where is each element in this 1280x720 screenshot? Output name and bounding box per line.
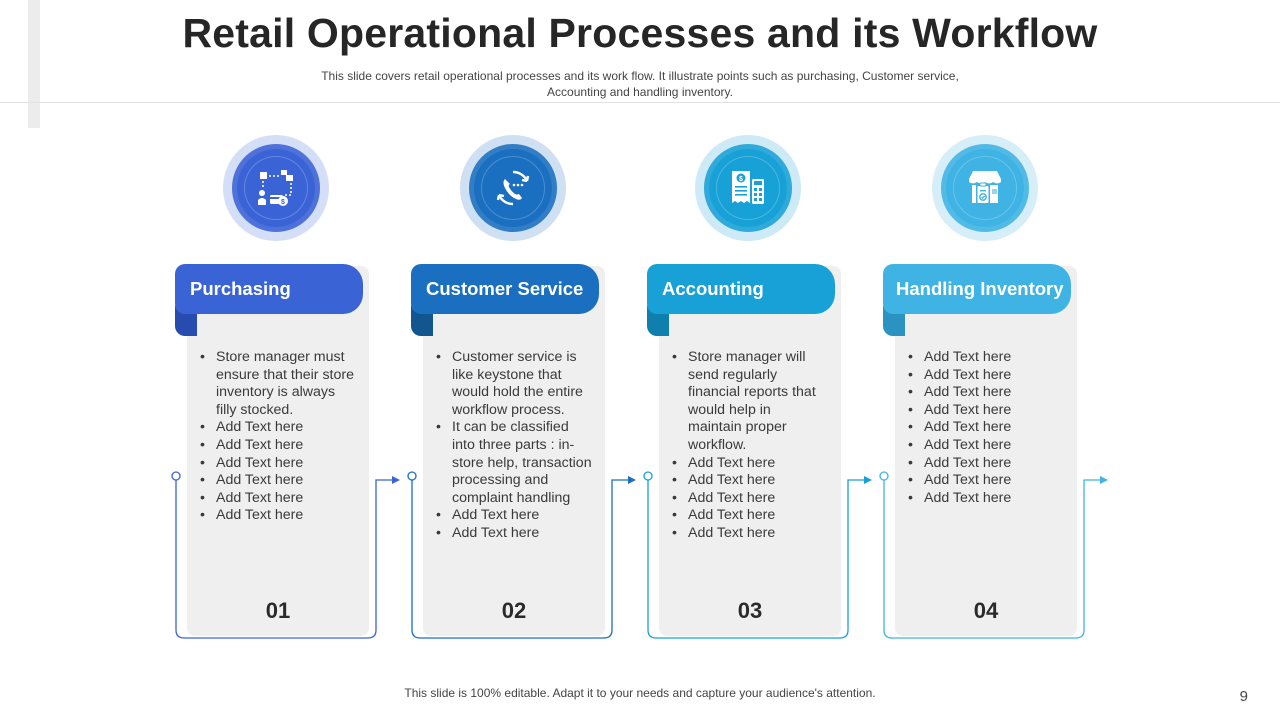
page-number: 9 bbox=[1239, 688, 1248, 705]
connector-start-dot bbox=[171, 471, 181, 481]
list-item: Add Text here bbox=[196, 507, 356, 525]
svg-text:$: $ bbox=[281, 199, 285, 206]
step-2-bullet-list: Customer service is like keystone that w… bbox=[432, 349, 592, 543]
connector-arrowhead bbox=[1100, 476, 1108, 484]
list-item: Add Text here bbox=[196, 419, 356, 437]
step-1-icon-ring: $ bbox=[223, 135, 329, 241]
list-item: Add Text here bbox=[668, 507, 828, 525]
step-4-icon-disc bbox=[941, 144, 1029, 232]
step-3-number: 03 bbox=[737, 598, 763, 623]
step-2-icon-ring bbox=[460, 135, 566, 241]
step-1-header: Purchasing bbox=[175, 264, 363, 314]
connector-arrowhead bbox=[392, 476, 400, 484]
left-accent-bar bbox=[28, 0, 40, 128]
list-item: Add Text here bbox=[196, 455, 356, 473]
purchase-flow-icon: $ bbox=[258, 170, 293, 206]
list-item: Add Text here bbox=[432, 507, 592, 525]
finance-report-icon: $ bbox=[732, 171, 764, 204]
step-4-bullet-list: Add Text here Add Text here Add Text her… bbox=[904, 349, 1064, 507]
connector-line bbox=[175, 479, 394, 639]
step-1-number: 01 bbox=[265, 598, 291, 623]
list-item: Add Text here bbox=[904, 402, 1064, 420]
connector-arrowhead bbox=[628, 476, 636, 484]
connector-start-dot bbox=[879, 471, 889, 481]
list-item: Add Text here bbox=[904, 472, 1064, 490]
svg-text:$: $ bbox=[739, 176, 743, 183]
list-item: Add Text here bbox=[904, 455, 1064, 473]
phone-support-icon bbox=[496, 170, 530, 206]
list-item: Add Text here bbox=[904, 419, 1064, 437]
connector-arrowhead bbox=[864, 476, 872, 484]
step-4-number: 04 bbox=[973, 598, 999, 623]
list-item: Customer service is like keystone that w… bbox=[432, 349, 592, 419]
list-item: It can be classified into three parts : … bbox=[432, 419, 592, 507]
connector-start-dot bbox=[407, 471, 417, 481]
step-3-bullet-list: Store manager will send regularly financ… bbox=[668, 349, 828, 543]
list-item: Store manager must ensure that their sto… bbox=[196, 349, 356, 419]
list-item: Add Text here bbox=[668, 490, 828, 508]
step-3-header: Accounting bbox=[647, 264, 835, 314]
step-4-icon-ring bbox=[932, 135, 1038, 241]
list-item: Store manager will send regularly financ… bbox=[668, 349, 828, 455]
list-item: Add Text here bbox=[904, 367, 1064, 385]
connector-start-dot bbox=[643, 471, 653, 481]
list-item: Add Text here bbox=[668, 455, 828, 473]
list-item: Add Text here bbox=[904, 384, 1064, 402]
step-2-header: Customer Service bbox=[411, 264, 599, 314]
list-item: Add Text here bbox=[196, 472, 356, 490]
list-item: Add Text here bbox=[904, 349, 1064, 367]
store-inventory-icon bbox=[969, 171, 1001, 204]
step-1-bullet-list: Store manager must ensure that their sto… bbox=[196, 349, 356, 525]
step-2-icon-disc bbox=[469, 144, 557, 232]
list-item: Add Text here bbox=[668, 525, 828, 543]
list-item: Add Text here bbox=[904, 437, 1064, 455]
slide-footer-note: This slide is 100% editable. Adapt it to… bbox=[404, 686, 876, 700]
slide-subtitle: This slide covers retail operational pro… bbox=[321, 69, 959, 99]
step-2-number: 02 bbox=[501, 598, 527, 623]
list-item: Add Text here bbox=[432, 525, 592, 543]
step-3-icon-ring: $ bbox=[695, 135, 801, 241]
list-item: Add Text here bbox=[196, 490, 356, 508]
step-4-header: Handling Inventory bbox=[883, 264, 1071, 314]
list-item: Add Text here bbox=[904, 490, 1064, 508]
list-item: Add Text here bbox=[668, 472, 828, 490]
list-item: Add Text here bbox=[196, 437, 356, 455]
connector-line bbox=[411, 479, 630, 639]
connector-line bbox=[883, 479, 1102, 639]
connector-line bbox=[647, 479, 866, 639]
slide-title: Retail Operational Processes and its Wor… bbox=[182, 10, 1098, 56]
step-1-icon-disc: $ bbox=[232, 144, 320, 232]
header-divider bbox=[0, 102, 1280, 103]
step-3-icon-disc: $ bbox=[704, 144, 792, 232]
